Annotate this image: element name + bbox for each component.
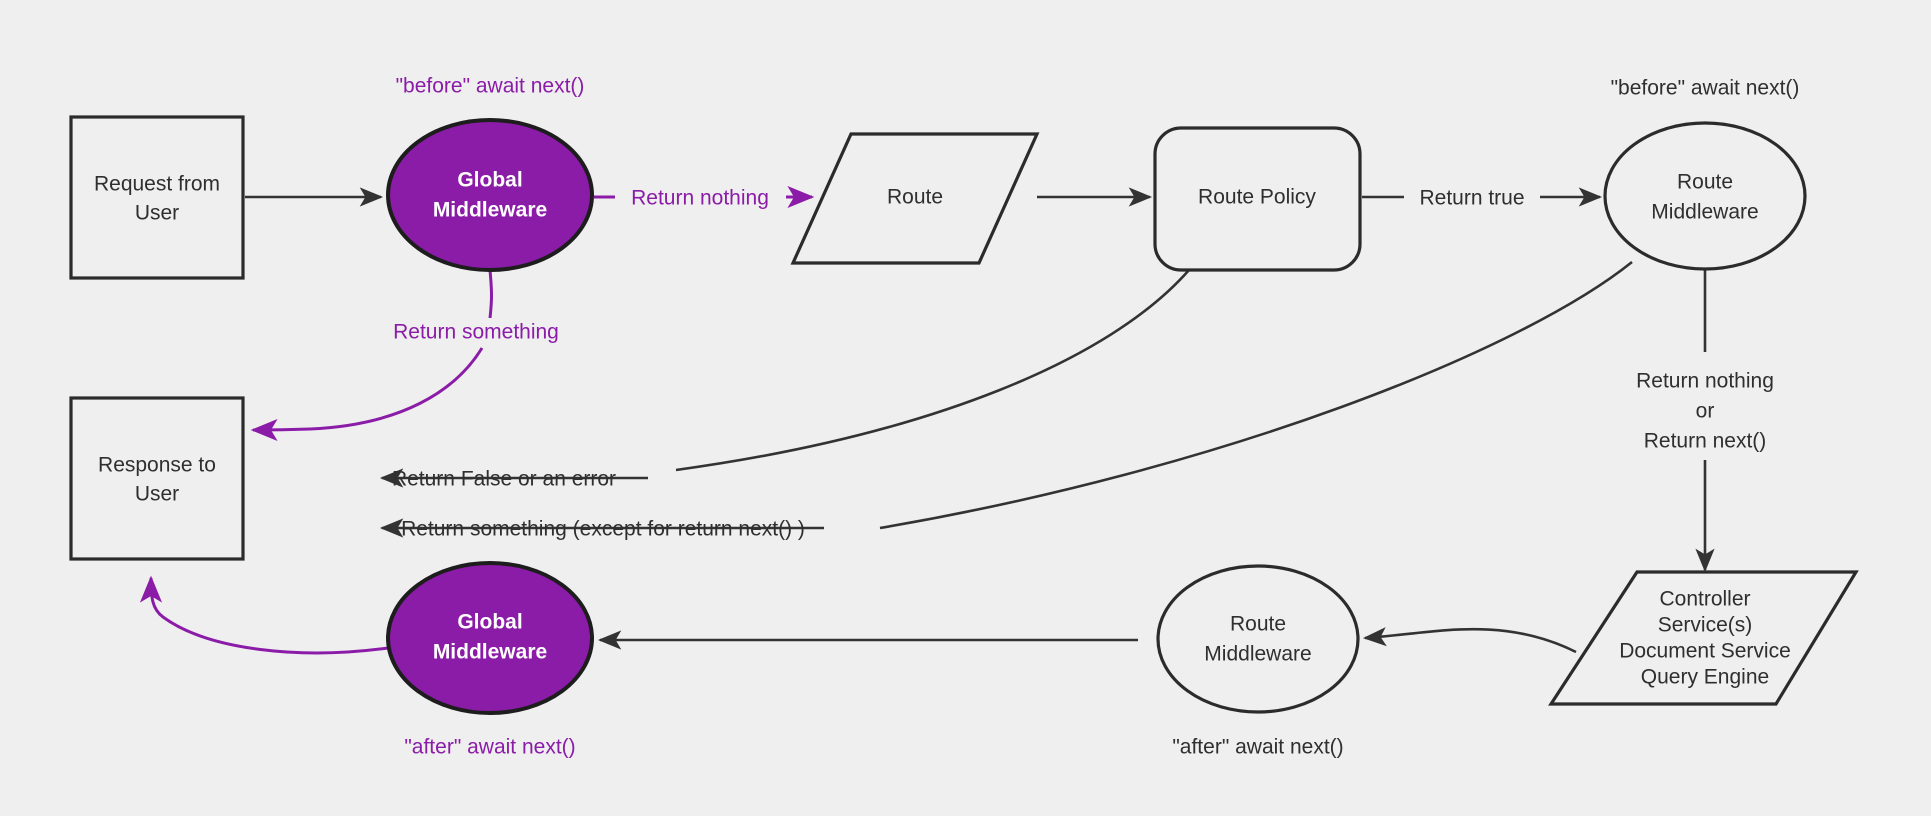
- node-route-middleware-after[interactable]: Route Middleware: [1156, 564, 1360, 714]
- node-request-from-user-line2: User: [135, 202, 179, 225]
- annotation-before-await-next-global: "before" await next(): [396, 75, 585, 98]
- node-response-to-user-line1: Response to: [98, 454, 216, 477]
- node-route-middleware-after-line1: Route: [1230, 613, 1286, 636]
- edge-controller-to-route-middleware-after: [1362, 627, 1577, 654]
- node-global-middleware-after[interactable]: Global Middleware: [386, 561, 594, 715]
- node-controller-services-line2: Service(s): [1658, 614, 1753, 637]
- edge-label-return-something-global: Return something: [393, 321, 559, 344]
- node-route[interactable]: Route: [790, 132, 1040, 265]
- edge-global-middleware-to-route: Return nothing: [594, 185, 815, 210]
- node-response-to-user-line2: User: [135, 483, 179, 506]
- node-route-middleware-before-line2: Middleware: [1651, 201, 1758, 224]
- node-controller-services-line3: Document Service: [1619, 640, 1791, 663]
- edge-label-route-mw-branch-3: Return next(): [1644, 430, 1767, 453]
- node-global-middleware-before[interactable]: Global Middleware: [386, 118, 594, 272]
- node-route-policy[interactable]: Route Policy: [1153, 126, 1362, 272]
- node-controller-services-line1: Controller: [1659, 588, 1750, 611]
- node-controller-services-line4: Query Engine: [1641, 666, 1769, 689]
- edge-route-middleware-to-response: Return something (except for return next…: [379, 260, 1633, 541]
- node-route-policy-label: Route Policy: [1198, 186, 1316, 209]
- annotation-before-await-next-route: "before" await next(): [1611, 77, 1800, 100]
- edge-label-return-nothing: Return nothing: [631, 187, 769, 210]
- node-route-middleware-before-line1: Route: [1677, 171, 1733, 194]
- node-global-middleware-before-line2: Middleware: [433, 199, 547, 222]
- node-route-middleware-before[interactable]: Route Middleware: [1603, 121, 1807, 271]
- node-route-middleware-after-line2: Middleware: [1204, 643, 1311, 666]
- edge-route-policy-to-response: Return False or an error: [379, 269, 1190, 491]
- edge-route-policy-to-route-middleware: Return true: [1362, 187, 1603, 210]
- node-global-middleware-after-line1: Global: [457, 611, 522, 634]
- annotation-after-await-next-global: "after" await next(): [404, 736, 575, 759]
- edge-label-route-mw-branch-1: Return nothing: [1636, 370, 1774, 393]
- edge-global-middleware-after-to-response: [139, 575, 389, 655]
- edge-global-middleware-to-response: Return something: [250, 269, 559, 442]
- edge-route-middleware-to-controller: Return nothing or Return next(): [1636, 270, 1774, 573]
- edge-label-route-mw-branch-2: or: [1696, 400, 1715, 423]
- node-response-to-user[interactable]: Response to User: [69, 396, 245, 561]
- node-route-label: Route: [887, 186, 943, 209]
- annotation-after-await-next-route: "after" await next(): [1172, 736, 1343, 759]
- node-request-from-user[interactable]: Request from User: [69, 115, 245, 280]
- edge-label-return-something-except: Return something (except for return next…: [401, 518, 805, 541]
- edge-label-return-true: Return true: [1419, 187, 1524, 210]
- edge-label-return-false-or-error: Return False or an error: [392, 468, 616, 491]
- node-request-from-user-line1: Request from: [94, 173, 220, 196]
- node-global-middleware-before-line1: Global: [457, 169, 522, 192]
- node-global-middleware-after-line2: Middleware: [433, 641, 547, 664]
- node-controller-services[interactable]: Controller Service(s) Document Service Q…: [1548, 570, 1859, 706]
